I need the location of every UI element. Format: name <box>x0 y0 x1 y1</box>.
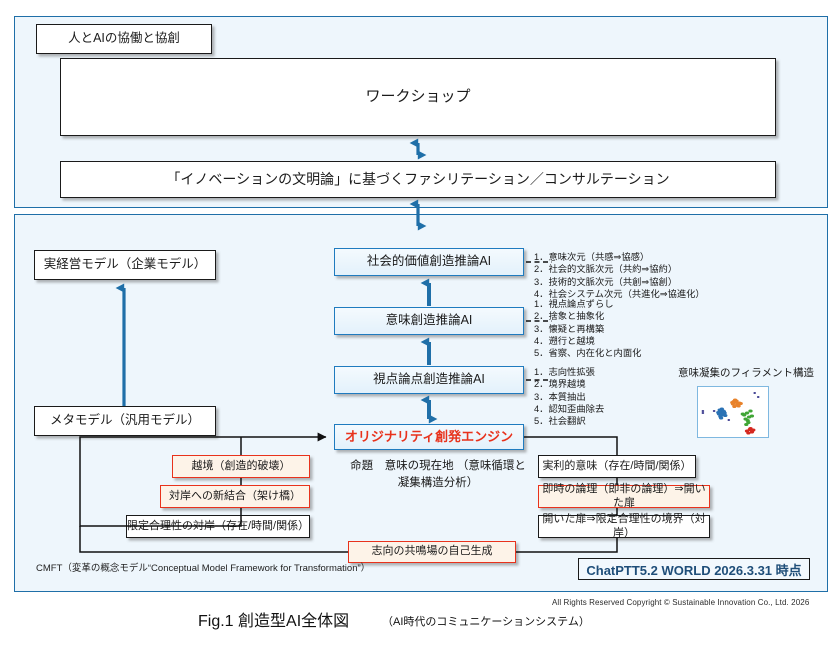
new-combination-box: 対岸への新結合（架け橋） <box>160 485 310 508</box>
scatter-point <box>727 419 731 421</box>
scatter-point <box>701 412 705 414</box>
scatter-point <box>746 431 751 435</box>
meta-model-box: メタモデル（汎用モデル） <box>34 406 216 436</box>
self-generation-resonance-box: 志向の共鳴場の自己生成 <box>348 541 516 563</box>
list-item: 4．認知歪曲除去 <box>534 403 605 414</box>
list-item: 2．捨象と抽象化 <box>534 311 605 322</box>
proposition-text: 命題 意味の現在地 （意味循環と凝集構造分析） <box>350 460 526 489</box>
scatter-point <box>701 410 705 412</box>
filament-structure-label: 意味凝集のフィラメント構造 <box>678 367 814 379</box>
scatter-point <box>723 413 728 418</box>
scatter-point <box>712 410 716 412</box>
cmft-footnote: CMFT（変革の概念モデル“Conceptual Model Framework… <box>36 563 371 574</box>
opened-door-box: 開いた扉⇒限定合理性の境界（対岸） <box>538 513 710 539</box>
filament-scatter-thumbnail <box>697 386 769 438</box>
version-badge: ChatPTT5.2 WORLD 2026.3.31 時点 <box>578 558 810 580</box>
list-item: 2．境界越境 <box>534 379 586 390</box>
scatter-point <box>748 426 753 431</box>
figure-caption-main: Fig.1 創造型AI全体図 <box>198 613 350 630</box>
scatter-point <box>732 404 737 409</box>
viewpoint-issue-creation-ai-box: 視点論点創造推論AI <box>334 366 524 394</box>
facilitation-box: 「イノベーションの文明論」に基づくファシリテーション／コンサルテーション <box>60 161 776 198</box>
workshop-box: ワークショップ <box>60 58 776 136</box>
real-management-model-box: 実経営モデル（企業モデル） <box>34 250 216 280</box>
figure-caption-sub: （AI時代のコミュニケーションシステム） <box>382 616 590 628</box>
list-item: 4．社会システム次元（共進化⇒協進化） <box>534 288 705 299</box>
scatter-point <box>718 416 724 420</box>
scatter-point <box>744 422 749 427</box>
copyright-notice: All Rights Reserved Copyright © Sustaina… <box>552 598 810 607</box>
scatter-point <box>748 409 753 413</box>
immediate-logic-box: 即時の論理（即非の論理）⇒開いた扉 <box>538 483 710 509</box>
list-item: 5．社会翻訳 <box>534 416 586 427</box>
list-item: 3．技術的文脈次元（共創⇒協創） <box>534 276 678 287</box>
scatter-point <box>753 392 757 394</box>
list-item: 1．視点論点ずらし <box>534 299 614 309</box>
meaning-creation-ai-box: 意味創造推論AI <box>334 307 524 335</box>
list-item: 3．本質抽出 <box>534 391 586 402</box>
scatter-plot-svg <box>701 392 760 435</box>
scatter-point <box>719 407 724 411</box>
bounded-rationality-opposite-box: 限定合理性の対岸（存在/時間/関係） <box>126 515 310 538</box>
scatter-point <box>736 404 741 408</box>
transgression-box: 越境（創造的破壊） <box>172 455 310 478</box>
social-value-creation-ai-box: 社会的価値創造推論AI <box>334 248 524 276</box>
list-item: 2．社会的文脈次元（共約⇒協約） <box>534 264 678 275</box>
scatter-point <box>738 401 743 406</box>
list-item: 3．懐疑と再構築 <box>534 323 605 334</box>
scatter-point <box>744 411 750 415</box>
list-item: 5．省察、内在化と内面化 <box>534 348 642 359</box>
scatter-point <box>740 412 745 416</box>
viewpoint-method-list: 1．志向性拡張 2．境界越境 3．本質抽出 4．認知歪曲除去 5．社会翻訳 <box>534 366 604 427</box>
originality-emergence-engine-box: オリジナリティ創発エンジン <box>334 424 524 450</box>
human-ai-collaboration-tag: 人とAIの協働と協創 <box>36 24 212 54</box>
scatter-point <box>749 414 755 418</box>
scatter-point <box>756 396 760 398</box>
scatter-point <box>731 399 736 404</box>
list-item: 1．意味次元（共感⇒協感） <box>534 252 650 262</box>
list-item: 4．遡行と越境 <box>534 335 595 346</box>
scatter-point <box>716 410 721 415</box>
social-dimension-list: 1．意味次元（共感⇒協感） 2．社会的文脈次元（共約⇒協約） 3．技術的文脈次元… <box>534 251 705 300</box>
meaning-method-list: 1．視点論点ずらし 2．捨象と抽象化 3．懐疑と再構築 4．遡行と越境 5．省察… <box>534 298 641 359</box>
practical-meaning-box: 実利的意味（存在/時間/関係） <box>538 455 696 478</box>
list-item: 1．志向性拡張 <box>534 367 595 377</box>
